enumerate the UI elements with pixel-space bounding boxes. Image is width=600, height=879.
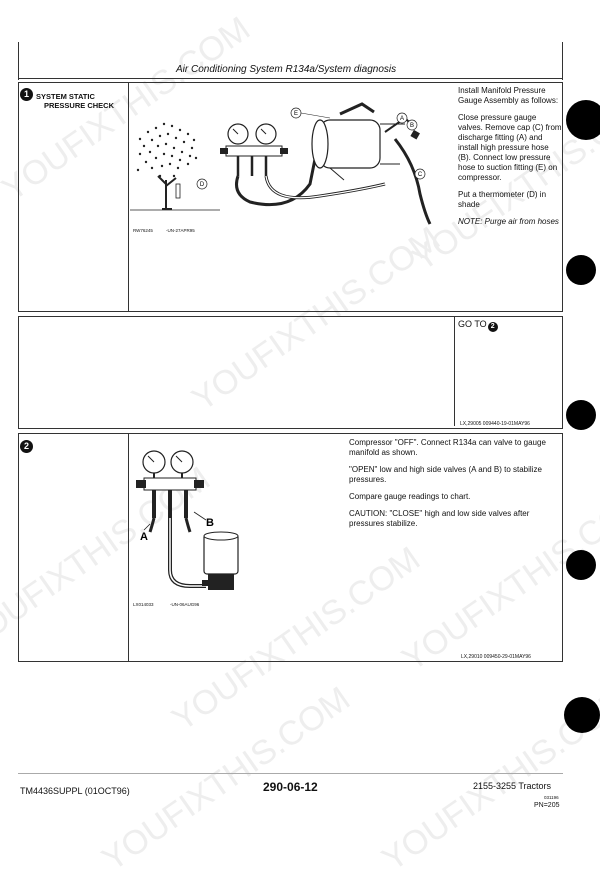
instruction-text: Put a thermometer (D) in shade bbox=[458, 190, 547, 209]
step1-instructions: Install Manifold Pressure Gauge Assembly… bbox=[458, 86, 562, 234]
callout-a: A bbox=[400, 116, 404, 122]
callout-b: B bbox=[206, 517, 214, 529]
caution-text: CAUTION: "CLOSE" high and low side valve… bbox=[349, 509, 530, 528]
binding-hole bbox=[566, 100, 600, 140]
callout-c: C bbox=[418, 172, 423, 178]
frame-line bbox=[562, 82, 563, 312]
page-title: Air Conditioning System R134a/System dia… bbox=[176, 64, 397, 75]
instruction-text: Compare gauge readings to chart. bbox=[349, 492, 471, 501]
binding-hole bbox=[566, 255, 596, 285]
instruction-text: Compressor "OFF". Connect R134a can valv… bbox=[349, 438, 546, 457]
callout-a: A bbox=[140, 531, 148, 543]
figure-ref: -UN-06AUG96 bbox=[170, 602, 200, 607]
callout-e: E bbox=[294, 111, 298, 117]
frame-line bbox=[18, 661, 563, 662]
step-label-text: SYSTEM STATIC PRESSURE CHECK bbox=[36, 92, 115, 110]
step-number-badge: 1 bbox=[20, 88, 33, 101]
binding-hole bbox=[564, 697, 600, 733]
frame-line bbox=[18, 42, 19, 80]
instruction-text: "OPEN" low and high side valves (A and B… bbox=[349, 465, 542, 484]
frame-line bbox=[18, 428, 563, 429]
reference-code: LX,29005 009440-19-01MAY96 bbox=[460, 421, 530, 427]
frame-line bbox=[18, 433, 563, 434]
frame-line bbox=[128, 433, 129, 662]
goto-target-badge: 2 bbox=[487, 322, 498, 332]
step-number-badge: 2 bbox=[20, 440, 33, 453]
note-text: NOTE: Purge air from hoses bbox=[458, 217, 559, 226]
goto-label: GO TO bbox=[458, 319, 487, 329]
frame-line bbox=[18, 316, 563, 317]
callout-b: B bbox=[410, 123, 414, 129]
binding-hole bbox=[566, 550, 596, 580]
date-code: 031196 bbox=[544, 795, 559, 800]
page-number: 290-06-12 bbox=[263, 780, 318, 794]
step2-instructions: Compressor "OFF". Connect R134a can valv… bbox=[349, 438, 557, 536]
figure-ref: LX014033 bbox=[133, 602, 154, 607]
binding-hole bbox=[566, 400, 596, 430]
pn-number: PN=205 bbox=[534, 802, 560, 809]
frame-line bbox=[562, 42, 563, 80]
frame-line bbox=[562, 316, 563, 429]
figure-ref: -UN-27APR95 bbox=[166, 228, 195, 233]
frame-line bbox=[18, 78, 563, 79]
frame-line bbox=[18, 316, 19, 429]
model-range: 2155-3255 Tractors bbox=[473, 781, 552, 791]
footer-rule bbox=[18, 773, 563, 774]
reference-code: LX,29010 009450-29-01MAY96 bbox=[461, 654, 531, 660]
frame-line bbox=[454, 316, 455, 426]
frame-line bbox=[18, 82, 563, 83]
frame-line bbox=[18, 433, 19, 662]
frame-line bbox=[18, 311, 563, 312]
instruction-text: Install Manifold Pressure Gauge Assembly… bbox=[458, 86, 559, 105]
figure-ref: RW76245 bbox=[133, 228, 153, 233]
figure-r134a-can-connection: A B bbox=[136, 450, 239, 590]
figure-manifold-installation: D E A B C bbox=[130, 102, 432, 225]
step-label: SYSTEM STATIC PRESSURE CHECK bbox=[36, 92, 116, 110]
frame-line bbox=[18, 82, 19, 312]
instruction-text: Close pressure gauge valves. Remove cap … bbox=[458, 113, 562, 182]
callout-d: D bbox=[200, 182, 205, 188]
manual-number: TM4436SUPPL (01OCT96) bbox=[20, 786, 130, 796]
frame-line bbox=[128, 82, 129, 312]
frame-line bbox=[562, 433, 563, 662]
tree-illustration bbox=[136, 122, 198, 178]
